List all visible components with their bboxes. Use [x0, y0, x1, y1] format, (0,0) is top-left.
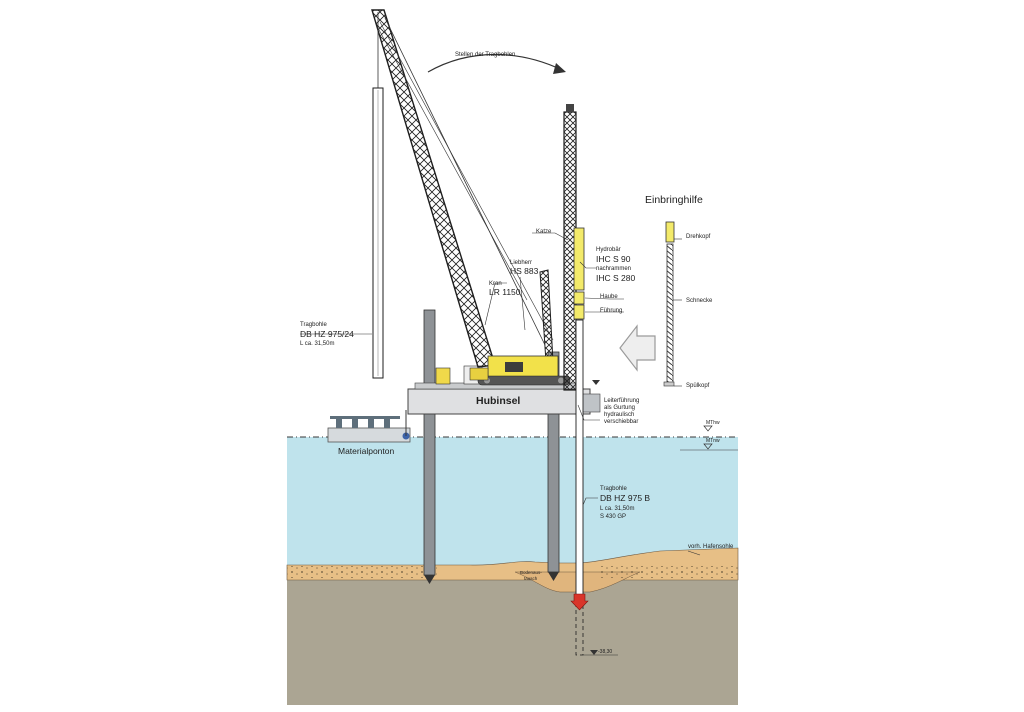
leiter-label-3: hydraulisch: [604, 412, 634, 418]
mtnw-label: MTnw: [706, 438, 720, 444]
lr1150-label: LR 1150: [489, 287, 521, 297]
einbringhilfe-tool: [663, 221, 675, 387]
ground-layers: [286, 436, 739, 705]
crawler-crane: [371, 9, 571, 386]
drehkopf: [665, 221, 675, 243]
mthw-label: MThw: [706, 420, 720, 426]
nachrammen-label: nachrammen: [596, 266, 631, 272]
subsoil: [287, 578, 738, 705]
liebherr-label: Liebherr: [510, 260, 532, 266]
gravel-band-left: [287, 566, 437, 578]
tragbohle-right-length: L ca. 31,50m: [600, 506, 634, 512]
fuehrung-label: Führung: [600, 308, 622, 314]
red-down-arrow: [570, 593, 589, 611]
hydrohammer: [573, 227, 585, 291]
tragbohle-left-label: Tragbohle: [300, 322, 327, 328]
bodenaustausch-label-2: tausch: [524, 576, 538, 581]
material-pontoon: [327, 410, 411, 443]
leiter-label-4: verschiebbar: [604, 419, 638, 425]
depth-label: -38,30: [598, 649, 612, 655]
leiter-label-2: als Gurtung: [604, 405, 635, 411]
drehkopf-label: Drehkopf: [686, 234, 711, 240]
leader-mast: [563, 104, 618, 656]
hs883-label: HS 883: [510, 266, 539, 276]
schnecke-label: Schnecke: [686, 298, 713, 304]
tragbohle-right-label: Tragbohle: [600, 486, 627, 492]
kran-label: Kran: [489, 281, 502, 287]
ihc-s280-label: IHC S 280: [596, 273, 635, 283]
leader-lines: [300, 232, 701, 556]
einbringhilfe-title: Einbringhilfe: [645, 194, 703, 206]
pile-cap: [573, 291, 585, 305]
tragbohle-right-type: DB HZ 975 B: [600, 493, 650, 503]
rotation-arc-arrow: [427, 53, 563, 73]
gravel-band-right: [600, 566, 738, 578]
hydrobaer-label: Hydrobär: [596, 247, 621, 253]
arc-label: Stellen der Tragbohlen: [455, 52, 515, 58]
spuelkopf: [663, 381, 675, 387]
katze-label: Katze: [536, 229, 552, 235]
platform-legs: [423, 309, 560, 584]
tragbohle-right-grade: S 430 GP: [600, 514, 626, 520]
haube-label: Haube: [600, 294, 618, 300]
platform-leg: [423, 309, 436, 576]
guide: [573, 304, 585, 320]
insert-arrow-icon: [619, 324, 656, 372]
spuelkopf-label: Spülkopf: [686, 383, 710, 389]
tragbohle-left-length: L ca. 31,50m: [300, 341, 334, 347]
bodenaustausch-label-1: Bodenaus-: [520, 570, 542, 575]
schnecke-auger: [666, 243, 674, 385]
driven-sheet-pile: [575, 319, 584, 596]
hubinsel-label: Hubinsel: [476, 395, 520, 407]
ihc-s90-label: IHC S 90: [596, 254, 631, 264]
hanging-sheet-pile: [372, 12, 384, 379]
hafensohle-label: vorh. Hafensohle: [688, 544, 734, 550]
tragbohle-left-type: DB HZ 975/24: [300, 329, 354, 339]
yellow-tank: [435, 367, 451, 385]
leiter-label-1: Leiterführung: [604, 398, 639, 404]
materialponton-label: Materialponton: [338, 446, 395, 456]
